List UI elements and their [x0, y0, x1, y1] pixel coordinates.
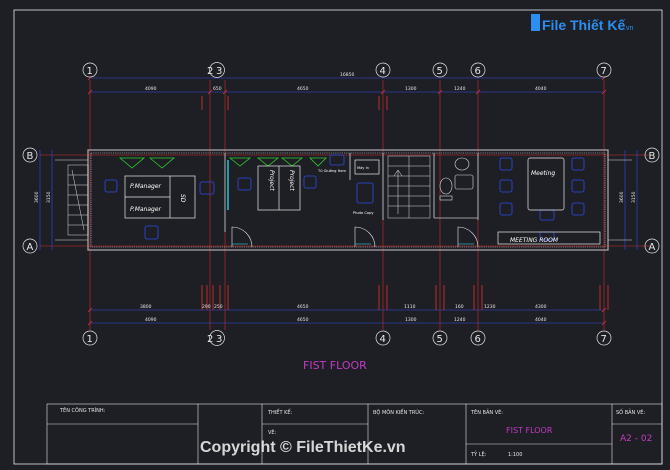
room-meeting-table: Meeting [531, 170, 555, 177]
plan-title: FIST FLOOR [303, 359, 367, 372]
grid-label-3-bottom: 3 [216, 334, 222, 345]
room-photo: Photo Copy [353, 211, 374, 215]
tb-sheet-name-label: TÊN BẢN VẼ: [470, 408, 503, 416]
dim-right-1: 3600 [619, 191, 625, 203]
dim-bottom2-1: 4090 [145, 317, 157, 323]
ceiling-lights [118, 157, 327, 169]
dim-bottom2-4: 1240 [454, 317, 466, 323]
dim-right-2: 3150 [631, 191, 637, 203]
grid-label-2-top: 2 [207, 66, 213, 77]
dim-top-6: 4040 [535, 86, 547, 92]
core-stair [387, 155, 431, 219]
dim-overall: 16850 [340, 72, 354, 78]
tb-drawn-label: VẼ: [268, 429, 277, 436]
room-meeting-room: MEETING ROOM [510, 237, 559, 244]
dim-top-4: 1300 [405, 86, 417, 92]
title-block [46, 403, 663, 465]
dim-top-5: 1240 [454, 86, 466, 92]
desks [124, 157, 601, 245]
site-logo: File Thiết Kế .vn [531, 14, 633, 33]
tb-scale-label: TỶ LỆ: [470, 450, 487, 458]
dim-bottom1-6: 160 [455, 304, 464, 310]
tb-project-label: TÊN CÔNG TRÌNH: [59, 406, 106, 414]
grid-label-3-top: 3 [216, 66, 222, 77]
grid-label-b-left: B [27, 151, 34, 162]
logo-text: File Thiết Kế [542, 17, 625, 33]
room-manager-1: P.Manager [130, 183, 162, 190]
tb-sheet-no: A2 - 02 [620, 434, 652, 444]
tb-host-label: BỘ MÔN KIẾN TRÚC: [373, 408, 424, 416]
room-sd: SD [179, 194, 186, 203]
entrance-stair [67, 164, 89, 236]
dim-bottom2-2: 4650 [297, 317, 309, 323]
room-cabinet: Tủ Giường Ham [317, 169, 346, 173]
dimension-texts: 16850 4090 650 4650 1300 1240 4040 3800 … [34, 72, 637, 323]
grid-bubbles-bottom: 1 2 3 4 5 6 7 [82, 330, 612, 346]
dim-top-1: 4090 [145, 86, 157, 92]
dim-bottom1-7: 1230 [484, 304, 496, 310]
room-labels: P.Manager P.Manager SD Project Project T… [130, 166, 559, 244]
axis-ticks-bottom [201, 96, 609, 310]
grid-label-6-bottom: 6 [475, 334, 481, 345]
tb-sheet-name: FIST FLOOR [506, 426, 553, 435]
grid-label-5-top: 5 [437, 66, 443, 77]
grid-label-7-top: 7 [601, 66, 607, 77]
dim-left-1: 3600 [34, 191, 40, 203]
copyright-watermark: Copyright © FileThietKe.vn [200, 439, 406, 456]
dimension-lines [39, 77, 638, 324]
dim-left-2: 3150 [46, 191, 52, 203]
dim-bottom1-1: 3800 [140, 304, 152, 310]
room-project-2: Project [288, 170, 295, 191]
grid-label-5-bottom: 5 [437, 334, 443, 345]
room-project-1: Project [268, 170, 275, 191]
restroom [439, 157, 474, 201]
room-manager-2: P.Manager [130, 206, 162, 213]
grid-label-a-right: A [649, 242, 656, 253]
grid-label-1-top: 1 [87, 66, 93, 77]
logo-suffix: .vn [624, 25, 633, 32]
dim-bottom1-2: 290 [202, 304, 211, 310]
grid-label-a-left: A [27, 242, 34, 253]
tb-designer-label: THIẾT KẾ: [267, 408, 293, 416]
grid-label-4-top: 4 [380, 66, 386, 77]
dim-bottom1-8: 4300 [535, 304, 547, 310]
room-equipment: Máy In [357, 166, 369, 170]
dim-bottom1-3: 250 [214, 304, 223, 310]
dim-top-3: 4650 [297, 86, 309, 92]
dim-bottom1-4: 4650 [297, 304, 309, 310]
furniture [104, 154, 585, 241]
grid-axes [40, 80, 650, 330]
logo-badge [531, 14, 540, 31]
dimension-ticks [87, 75, 607, 326]
dim-bottom2-3: 1300 [405, 317, 417, 323]
grid-label-6-top: 6 [475, 66, 481, 77]
grid-label-1-bottom: 1 [87, 334, 93, 345]
grid-label-b-right: B [649, 151, 656, 162]
dim-bottom1-5: 1110 [404, 304, 416, 310]
title-block-text: TÊN CÔNG TRÌNH: THIẾT KẾ: VẼ: BỘ MÔN KIẾ… [59, 406, 652, 458]
tb-sheet-no-label: SỐ BẢN VẼ: [616, 408, 645, 416]
dim-top-2: 650 [213, 86, 222, 92]
grid-bubbles-top: 1 2 3 4 5 6 7 [82, 62, 612, 78]
grid-label-7-bottom: 7 [601, 334, 607, 345]
grid-label-2-bottom: 2 [207, 334, 213, 345]
dim-bottom2-5: 4040 [535, 317, 547, 323]
grid-bubbles-side: B A B A [22, 147, 660, 254]
tb-scale: 1:100 [508, 452, 522, 458]
doors [231, 226, 479, 248]
grid-label-4-bottom: 4 [380, 334, 386, 345]
facade-windows [55, 159, 632, 241]
